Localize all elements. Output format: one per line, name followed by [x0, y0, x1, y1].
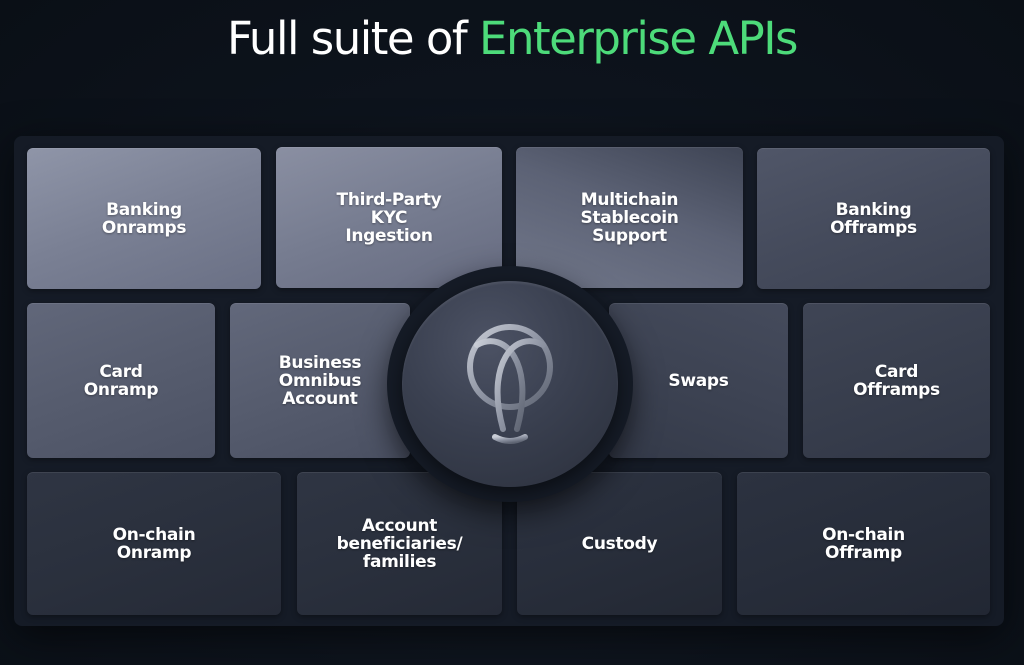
tile-custody: Custody — [517, 472, 722, 615]
tile-swaps: Swaps — [609, 303, 788, 458]
tile-card-offramps: Card Offramps — [803, 303, 990, 458]
tile-banking-offramps: Banking Offramps — [757, 148, 990, 289]
brand-logo-icon — [467, 324, 553, 444]
tile-business-omnibus: Business Omnibus Account — [230, 303, 410, 458]
title-prefix: Full suite of — [227, 12, 480, 65]
tile-on-chain-onramp: On-chain Onramp — [27, 472, 281, 615]
tile-banking-onramps: Banking Onramps — [27, 148, 261, 289]
hub-badge — [402, 281, 618, 487]
title-accent: Enterprise APIs — [479, 12, 798, 65]
page-title: Full suite of Enterprise APIs — [0, 8, 1024, 70]
tile-on-chain-offramp: On-chain Offramp — [737, 472, 990, 615]
tile-account-beneficiaries: Account beneficiaries/ families — [297, 472, 502, 615]
tile-card-onramp: Card Onramp — [27, 303, 215, 458]
tile-third-party-kyc: Third-Party KYC Ingestion — [276, 147, 502, 288]
tile-multichain-stablecoin: Multichain Stablecoin Support — [516, 147, 743, 288]
